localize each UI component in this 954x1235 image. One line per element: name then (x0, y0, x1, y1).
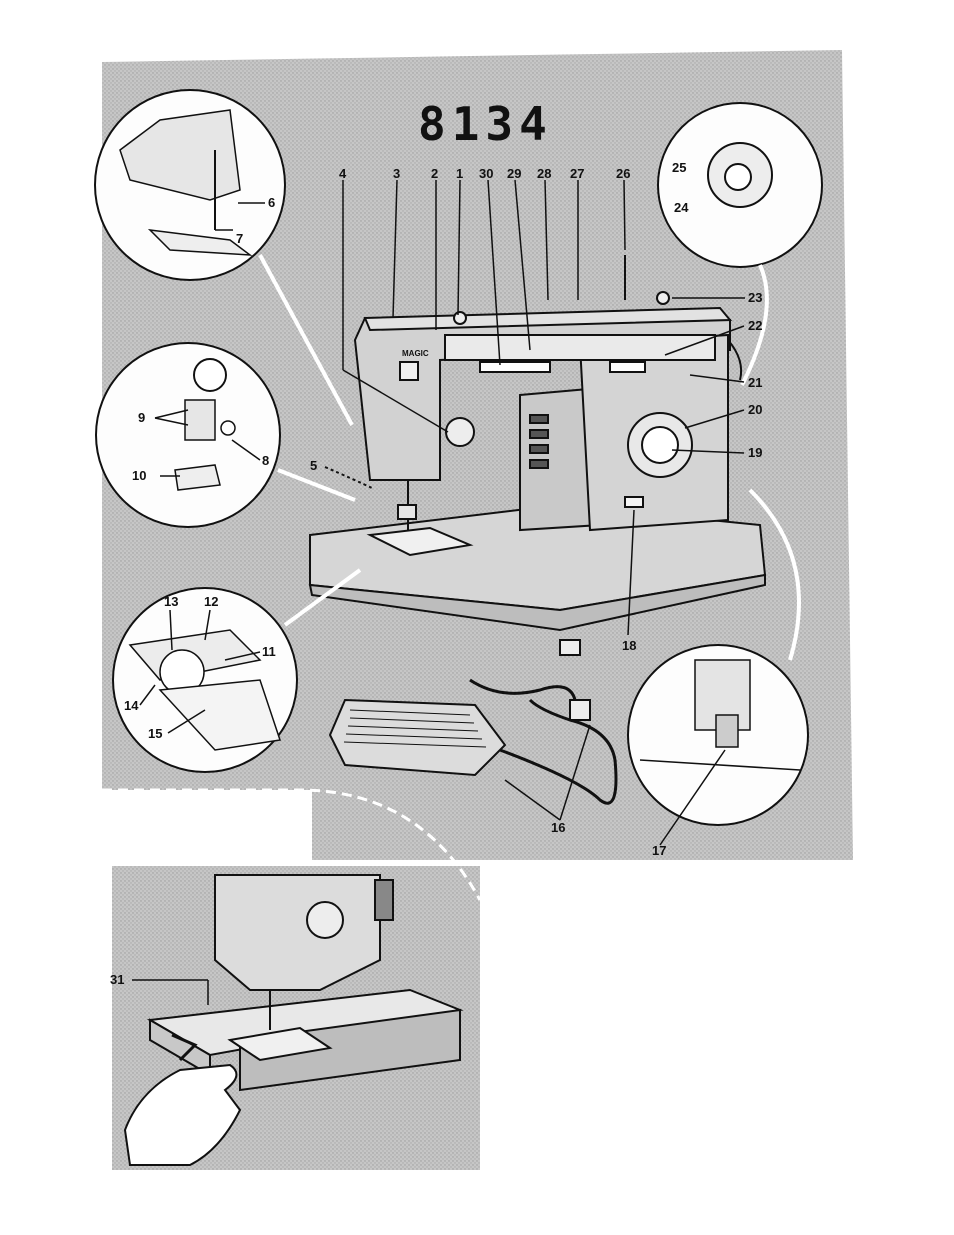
model-title: 8134 (418, 97, 553, 151)
callout-29: 29 (507, 166, 521, 181)
callout-19: 19 (748, 445, 762, 460)
machine-badge: MAGIC (402, 349, 429, 358)
callout-7: 7 (236, 231, 243, 246)
callout-5: 5 (310, 458, 317, 473)
detail-circle-needle-clamp (96, 343, 280, 527)
callout-26: 26 (616, 166, 630, 181)
callout-13: 13 (164, 594, 178, 609)
callout-10: 10 (132, 468, 146, 483)
detail-circle-presser-foot (95, 90, 285, 280)
callout-14: 14 (124, 698, 139, 713)
callout-12: 12 (204, 594, 218, 609)
callout-11: 11 (262, 644, 276, 659)
callout-9: 9 (138, 410, 145, 425)
callout-31: 31 (110, 972, 124, 987)
callout-23: 23 (748, 290, 762, 305)
callout-30: 30 (479, 166, 493, 181)
callout-24: 24 (674, 200, 689, 215)
callout-15: 15 (148, 726, 162, 741)
callout-21: 21 (748, 375, 762, 390)
detail-circle-power-socket (628, 645, 808, 825)
callout-6: 6 (268, 195, 275, 210)
callout-4: 4 (339, 166, 347, 181)
callout-25: 25 (672, 160, 686, 175)
callout-28: 28 (537, 166, 551, 181)
callout-22: 22 (748, 318, 762, 333)
callout-8: 8 (262, 453, 269, 468)
detail-circle-handwheel (658, 103, 822, 267)
callout-16: 16 (551, 820, 565, 835)
callout-20: 20 (748, 402, 762, 417)
callout-2: 2 (431, 166, 438, 181)
callout-3: 3 (393, 166, 400, 181)
detail-circle-needle-plate (113, 588, 297, 772)
callout-18: 18 (622, 638, 636, 653)
callout-27: 27 (570, 166, 584, 181)
callout-17: 17 (652, 843, 666, 858)
callout-1: 1 (456, 166, 463, 181)
